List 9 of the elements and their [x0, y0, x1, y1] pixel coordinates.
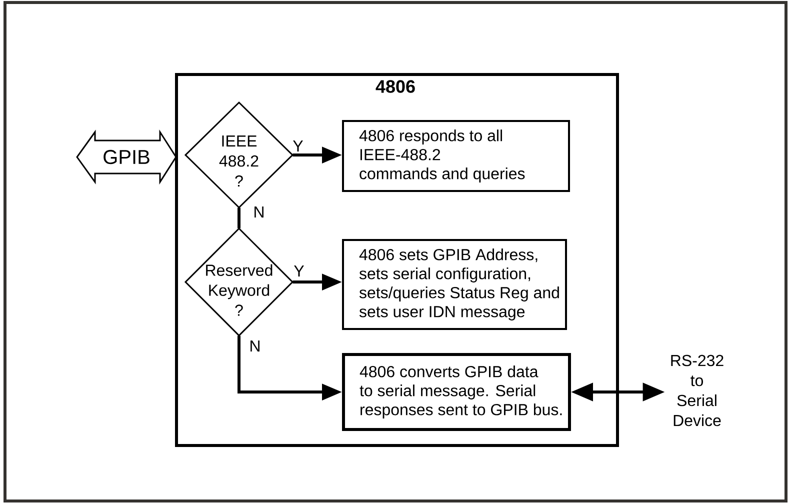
- edge-label: Y: [292, 264, 306, 278]
- process-box: 4806 sets GPIB Address, sets serial configuration, sets/queries Status Reg and sets user IDN message: [342, 239, 567, 330]
- process-box: 4806 responds to all IEEE-488.2 commands and queries: [342, 120, 570, 192]
- process-box: 4806 converts GPIB data to serial message. Serial responses sent to GPIB bus.: [342, 353, 571, 431]
- box-title: 4806: [376, 80, 415, 93]
- edge-label: Y: [292, 140, 304, 152]
- device-label: RS-232 to Serial Device: [671, 354, 724, 426]
- edge-label: N: [248, 340, 262, 352]
- connector-line: [238, 208, 240, 228]
